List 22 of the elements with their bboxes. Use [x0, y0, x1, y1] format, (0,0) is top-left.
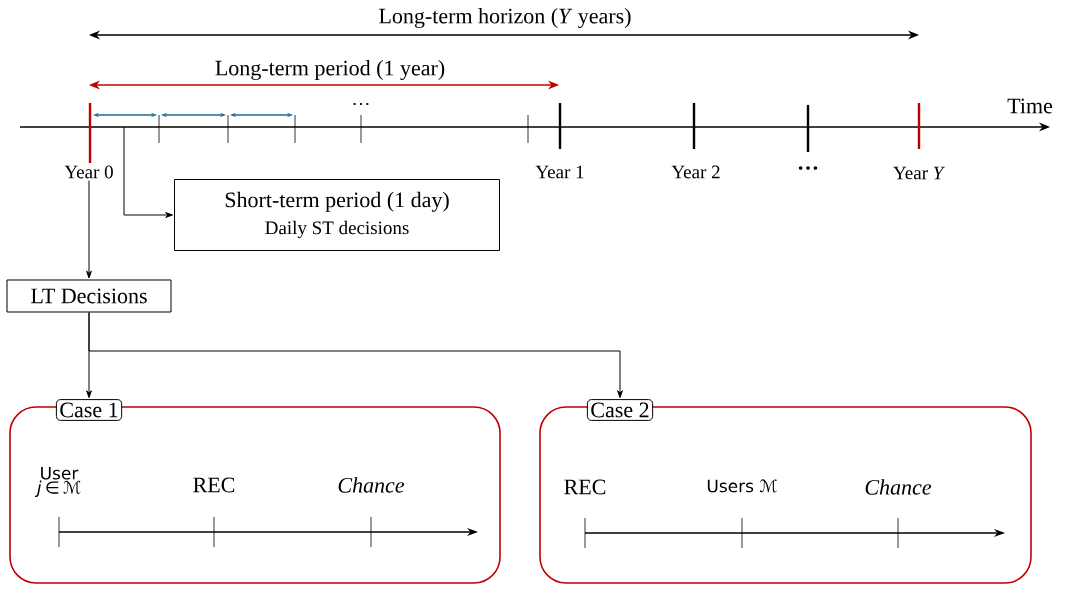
year-label: Year 0: [64, 165, 113, 179]
arrow: [86, 180, 92, 279]
event-label: User j ∈ ℳ: [34, 466, 81, 498]
arrow: [123, 126, 173, 218]
case-tag: Case 2: [586, 399, 654, 421]
ellipsis: …: [798, 166, 818, 170]
event-label: Chance: [865, 479, 932, 495]
event-label: Users ℳ: [707, 479, 777, 493]
case-tag: Case 1: [55, 399, 123, 421]
period-box: Short-term period (1 day) Daily ST decisions: [174, 179, 500, 251]
decision-box: LT Decisions: [6, 279, 172, 313]
event-label: Chance: [338, 477, 405, 493]
axis-label: Time: [1007, 98, 1053, 114]
year-label: Year Y: [893, 166, 945, 180]
year-label: Year 1: [535, 165, 584, 179]
event-label: REC: [564, 479, 606, 495]
ellipsis: …: [353, 102, 369, 106]
event-label: REC: [193, 477, 235, 493]
span-label: Long-term horizon (Y years): [379, 8, 631, 28]
year-label: Year 2: [671, 165, 720, 179]
arrow: [88, 312, 623, 399]
span-label: Long-term period (1 year): [215, 60, 445, 80]
